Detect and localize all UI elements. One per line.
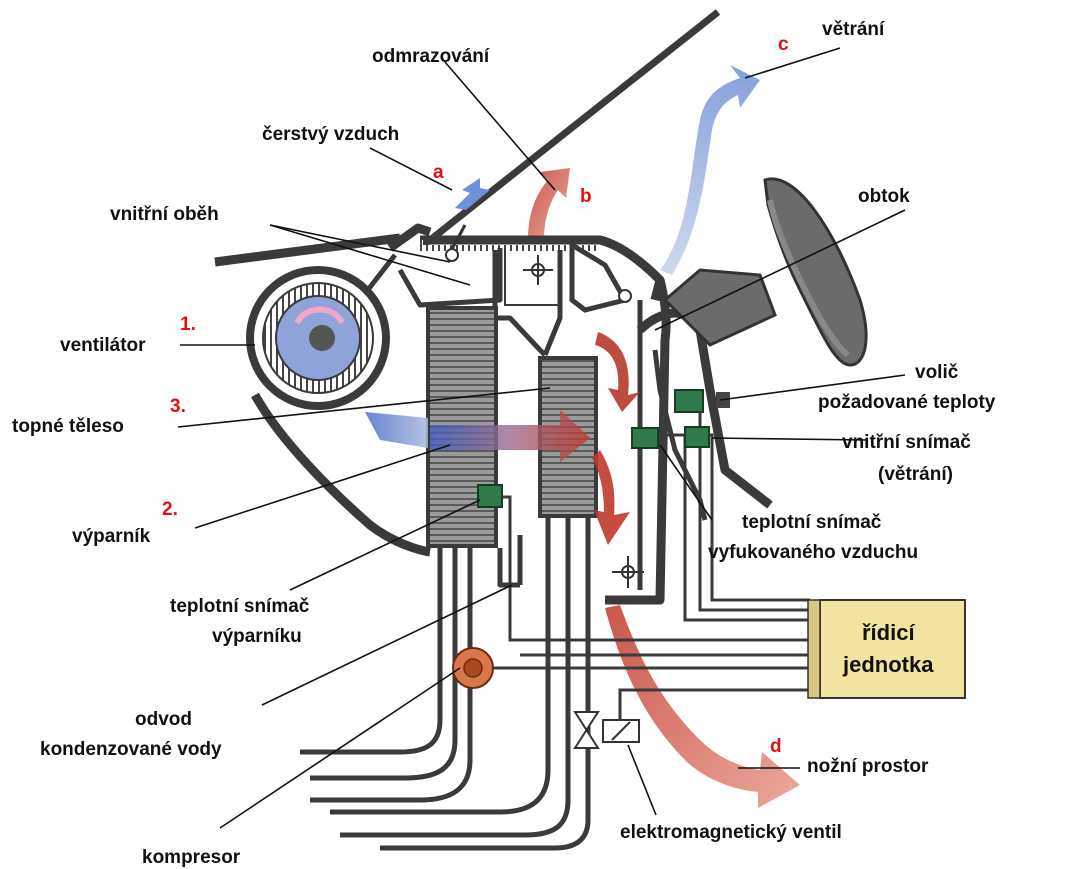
label-vnitrni-obeh: vnitřní oběh bbox=[110, 204, 219, 225]
evaporator-temp-sensor bbox=[478, 485, 502, 507]
steering-column bbox=[665, 270, 775, 345]
label-odvod-2: kondenzované vody bbox=[40, 739, 222, 760]
bypass-flap bbox=[572, 245, 625, 310]
inner-wall-2 bbox=[545, 250, 560, 355]
label-cerstvy-vzduch: čerstvý vzduch bbox=[262, 124, 399, 145]
marker-2: 2. bbox=[162, 499, 178, 520]
interior-sensor bbox=[685, 427, 709, 447]
ventilation-airflow bbox=[660, 65, 760, 275]
label-topne-teleso: topné těleso bbox=[12, 416, 124, 437]
footwell-airflow bbox=[605, 605, 800, 808]
label-volic-1: volič bbox=[915, 362, 959, 383]
label-ridici-jednotka-1: řídicí bbox=[862, 620, 915, 645]
temperature-selector-unit bbox=[675, 390, 703, 412]
bypass-airflow bbox=[595, 332, 640, 412]
label-vnitrni-snimac-2: (větrání) bbox=[878, 464, 953, 485]
damper-bypass bbox=[619, 290, 631, 302]
outlet-temp-sensor bbox=[632, 428, 658, 448]
refrigerant-pipes bbox=[300, 518, 588, 848]
label-teplotni-snimac-vyf-2: vyfukovaného vzduchu bbox=[708, 542, 918, 563]
solenoid-valve bbox=[575, 712, 639, 748]
label-odvod-1: odvod bbox=[135, 709, 192, 730]
label-odmrazovani: odmrazování bbox=[372, 46, 490, 67]
control-unit bbox=[820, 600, 965, 698]
label-vyparnik: výparník bbox=[72, 526, 151, 547]
damper-defrost bbox=[523, 255, 553, 285]
intake-airflow bbox=[365, 412, 428, 448]
marker-d: d bbox=[770, 736, 782, 757]
label-teplotni-snimac-vyp-1: teplotní snímač bbox=[170, 596, 310, 617]
marker-b: b bbox=[580, 186, 592, 207]
steering-wheel bbox=[765, 179, 866, 365]
label-volic-2: požadované teploty bbox=[818, 392, 996, 413]
label-teplotni-snimac-vyp-2: výparníku bbox=[212, 626, 302, 647]
marker-3: 3. bbox=[170, 396, 186, 417]
label-kompresor: kompresor bbox=[142, 847, 241, 868]
label-elektromagneticky-ventil: elektromagnetický ventil bbox=[620, 822, 842, 843]
defrost-airflow bbox=[528, 168, 570, 240]
marker-a: a bbox=[433, 162, 444, 183]
label-vnitrni-snimac-1: vnitřní snímač bbox=[842, 432, 971, 453]
label-ventilator: ventilátor bbox=[60, 335, 146, 356]
label-obtok: obtok bbox=[858, 186, 910, 207]
label-ridici-jednotka-2: jednotka bbox=[842, 652, 934, 677]
cowl-panel bbox=[215, 238, 400, 262]
label-teplotni-snimac-vyf-1: teplotní snímač bbox=[742, 512, 882, 533]
label-nozni-prostor: nožní prostor bbox=[807, 756, 929, 777]
marker-1: 1. bbox=[180, 314, 196, 335]
marker-c: c bbox=[778, 34, 789, 55]
label-vetrani: větrání bbox=[822, 19, 885, 40]
blower-hub bbox=[309, 325, 335, 351]
